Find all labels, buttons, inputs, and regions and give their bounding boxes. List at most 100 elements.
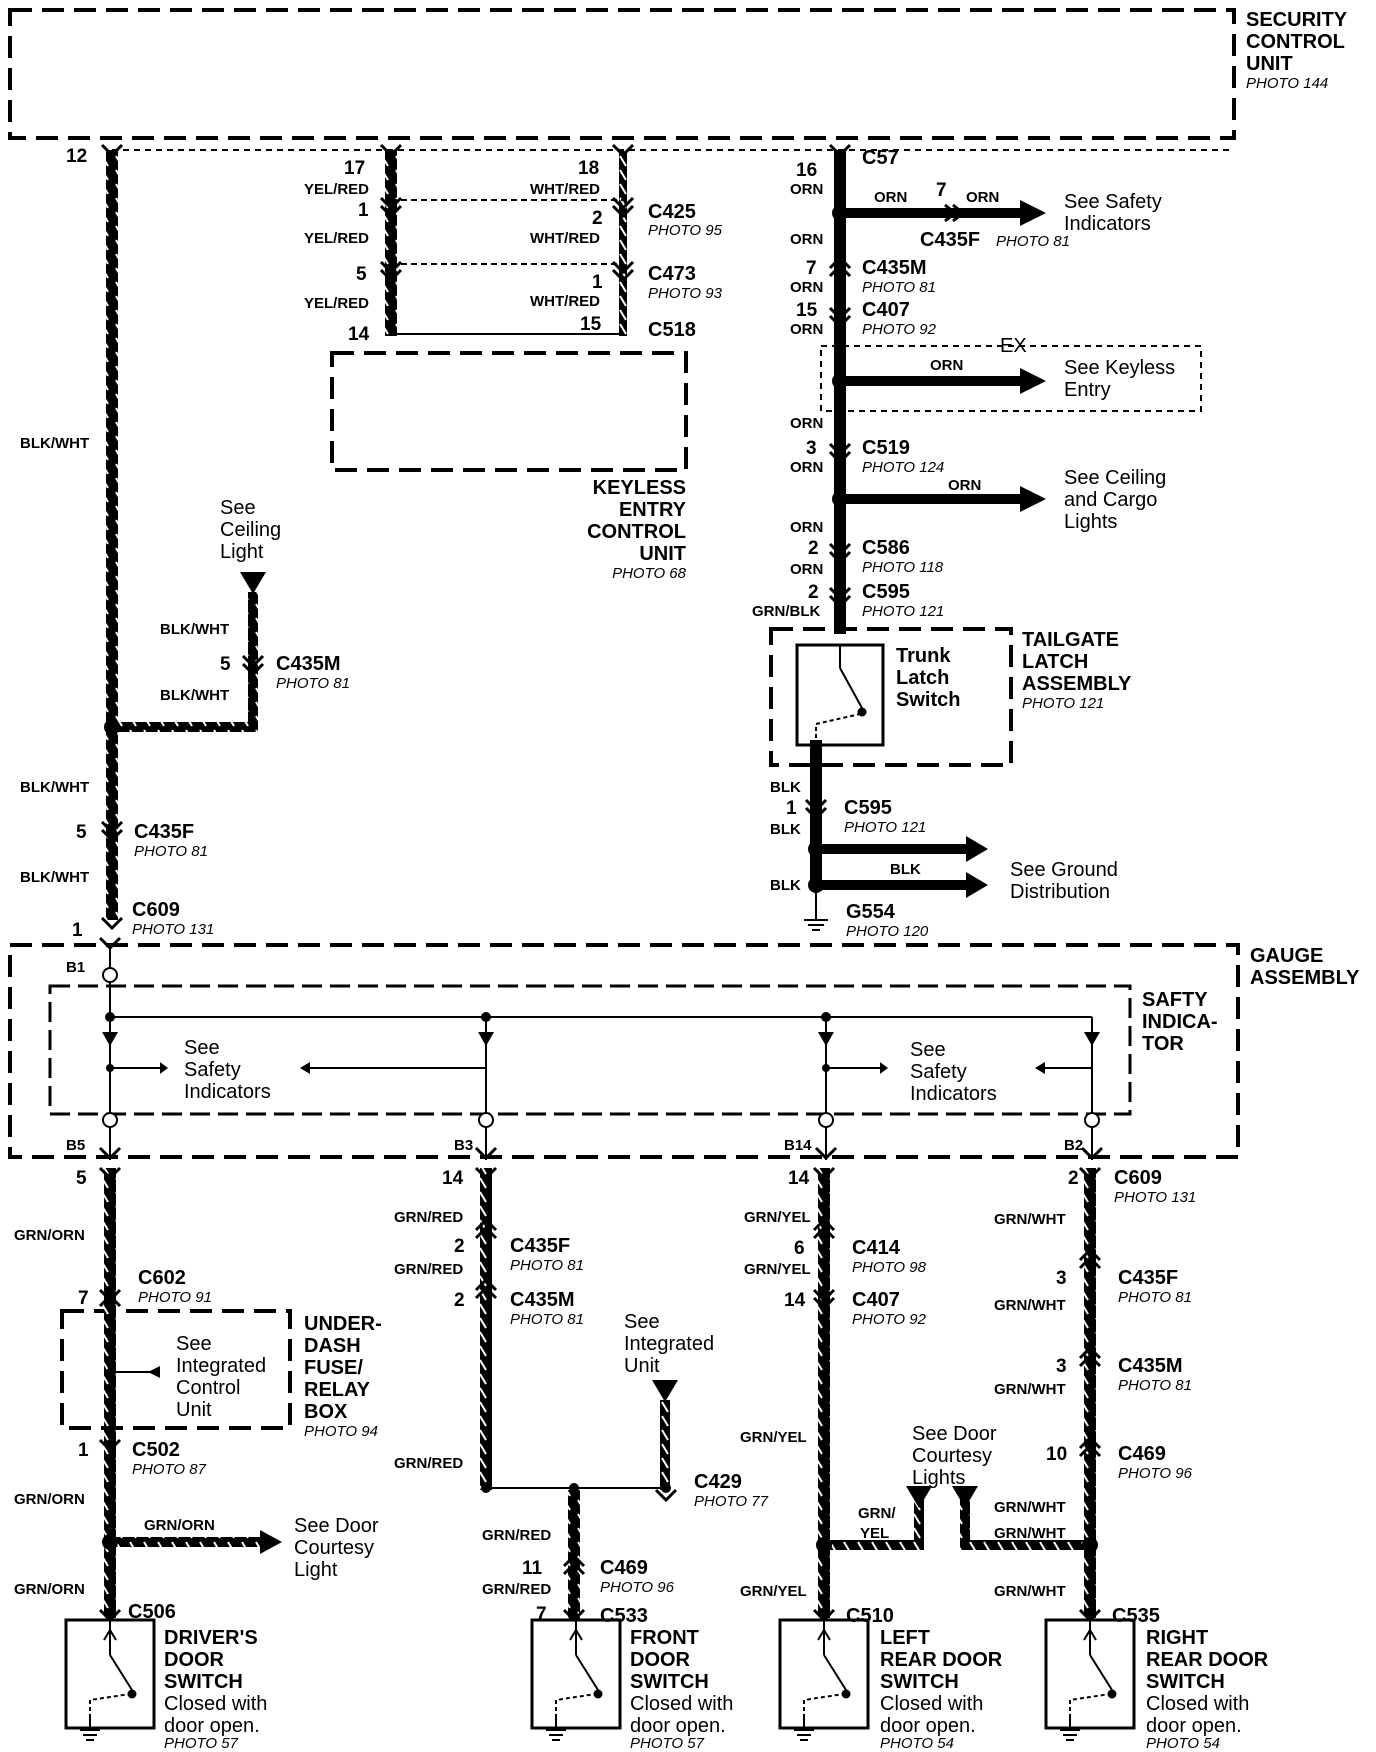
conn-c425: C425 bbox=[648, 201, 696, 223]
conn-c469-b-photo: PHOTO 96 bbox=[1118, 1465, 1193, 1482]
wire-orn-safety bbox=[840, 208, 1030, 218]
gauge-l2: ASSEMBLY bbox=[1250, 967, 1360, 989]
left-rear-photo: PHOTO 54 bbox=[880, 1735, 954, 1752]
underdash-fuse-box bbox=[60, 1309, 292, 1430]
safty-l2: INDICA- bbox=[1142, 1011, 1218, 1033]
wire-label-orn-3: ORN bbox=[966, 189, 999, 206]
keyless-entry-box bbox=[330, 351, 688, 472]
right-rear-door-switch bbox=[1044, 1618, 1136, 1741]
ref-ceiling-light-l2: Ceiling bbox=[220, 519, 281, 541]
pin-3a: 3 bbox=[806, 438, 817, 459]
conn-c535: C535 bbox=[1112, 1605, 1160, 1627]
wire-label-grnred-3: GRN/RED bbox=[394, 1455, 463, 1472]
left-rear-l3: SWITCH bbox=[880, 1671, 959, 1693]
pin-14d: 14 bbox=[784, 1290, 806, 1311]
pin-1e: 1 bbox=[78, 1440, 89, 1461]
conn-c429: C429 bbox=[694, 1471, 742, 1493]
ref-integrated-unit-l2: Integrated bbox=[624, 1333, 714, 1355]
conn-c435m-1-photo: PHOTO 81 bbox=[862, 279, 936, 296]
pin-7b: 7 bbox=[806, 258, 817, 279]
ref-safety-left-l1: See bbox=[184, 1037, 220, 1059]
conn-c435f-b: C435F bbox=[510, 1235, 570, 1257]
conn-c586-photo: PHOTO 118 bbox=[862, 559, 944, 576]
ref-keyless-ex: EX bbox=[1000, 335, 1027, 357]
wires bbox=[104, 150, 1096, 1620]
wire-label-yelred-3: YEL/RED bbox=[304, 295, 369, 312]
wire-label-grnorn-2: GRN/ORN bbox=[14, 1491, 85, 1508]
wire-label-grnorn-3: GRN/ORN bbox=[144, 1517, 215, 1534]
conn-c435f-r: C435F bbox=[1118, 1267, 1178, 1289]
wire-label-orn-10: ORN bbox=[948, 477, 981, 494]
tailgate-latch-box bbox=[769, 627, 1013, 767]
ref-ceiling-light-l1: See bbox=[220, 497, 256, 519]
keyless-unit-l2: ENTRY bbox=[619, 499, 687, 521]
conn-c407-1-photo: PHOTO 92 bbox=[862, 321, 937, 338]
ref-safety-right-l2: Safety bbox=[910, 1061, 967, 1083]
ref-keyless-l1: See Keyless bbox=[1064, 357, 1175, 379]
front-door-l5: door open. bbox=[630, 1715, 726, 1737]
pin-7c: 7 bbox=[78, 1288, 89, 1309]
right-rear-l3: SWITCH bbox=[1146, 1671, 1225, 1693]
conn-c57: C57 bbox=[862, 147, 899, 169]
ref-door-courtesy-lights-l2: Courtesy bbox=[912, 1445, 992, 1467]
wire-orn-keyless bbox=[840, 376, 1020, 386]
ref-ground-l2: Distribution bbox=[1010, 881, 1110, 903]
wire-label-grnorn-4: GRN/ORN bbox=[14, 1581, 85, 1598]
pin-14b: 14 bbox=[442, 1168, 464, 1189]
left-rear-door-switch bbox=[778, 1618, 870, 1741]
wire-label-blkwht-5: BLK/WHT bbox=[20, 869, 89, 886]
underdash-l2: DASH bbox=[304, 1335, 361, 1357]
wire-grnyel-courtesy bbox=[824, 1540, 924, 1550]
conn-c473-photo: PHOTO 93 bbox=[648, 285, 723, 302]
pin-6: 6 bbox=[794, 1238, 805, 1259]
safty-indicator-box bbox=[48, 984, 1132, 1116]
drivers-door-l3: SWITCH bbox=[164, 1671, 243, 1693]
wire-grnwht-up bbox=[960, 1500, 970, 1550]
pin-2f: 2 bbox=[1068, 1168, 1079, 1189]
conn-c435m-1: C435M bbox=[862, 257, 926, 279]
wire-label-blk-2: BLK bbox=[770, 821, 801, 838]
wire-label-yelred-1: YEL/RED bbox=[304, 181, 369, 198]
keyless-unit-l1: KEYLESS bbox=[593, 477, 686, 499]
wire-label-orn-8: ORN bbox=[790, 415, 823, 432]
pin-b3: B3 bbox=[454, 1137, 473, 1154]
gauge-assembly-box bbox=[8, 943, 1240, 1159]
ground-symbol-g554 bbox=[804, 890, 828, 931]
wire-label-blkwht-2: BLK/WHT bbox=[160, 621, 229, 638]
tailgate-l1: TAILGATE bbox=[1022, 629, 1119, 651]
pin-14c: 14 bbox=[788, 1168, 810, 1189]
conn-c429-photo: PHOTO 77 bbox=[694, 1493, 769, 1510]
drivers-door-l2: DOOR bbox=[164, 1649, 225, 1671]
security-unit-l2: CONTROL bbox=[1246, 31, 1345, 53]
wire-yelred bbox=[385, 150, 397, 336]
wire-label-whtred-1: WHT/RED bbox=[530, 181, 600, 198]
wire-label-blkwht-1: BLK/WHT bbox=[20, 435, 89, 452]
wire-grnwht bbox=[1084, 1168, 1096, 1618]
conn-g554-photo: PHOTO 120 bbox=[846, 923, 929, 940]
wire-label-grnblk: GRN/BLK bbox=[752, 603, 820, 620]
safty-l1: SAFTY bbox=[1142, 989, 1208, 1011]
front-door-l2: DOOR bbox=[630, 1649, 691, 1671]
conn-c435m-b: C435M bbox=[510, 1289, 574, 1311]
front-door-photo: PHOTO 57 bbox=[630, 1735, 705, 1752]
wire-label-grnyel-4: GRN/YEL bbox=[740, 1583, 807, 1600]
ref-door-courtesy-light-l2: Courtesy bbox=[294, 1537, 374, 1559]
ref-integrated-box-l1: See bbox=[176, 1333, 212, 1355]
security-unit-l1: SECURITY bbox=[1246, 9, 1348, 31]
pin-11: 11 bbox=[522, 1558, 543, 1579]
underdash-l1: UNDER- bbox=[304, 1313, 382, 1335]
conn-c435f-top-photo: PHOTO 81 bbox=[996, 233, 1070, 250]
keyless-ref-box bbox=[820, 345, 1202, 412]
wire-label-orn-5: ORN bbox=[790, 279, 823, 296]
ref-ground-l1: See Ground bbox=[1010, 859, 1118, 881]
pin-7d: 7 bbox=[536, 1604, 547, 1625]
conn-c595-1-photo: PHOTO 121 bbox=[862, 603, 944, 620]
ref-safety-top-l2: Indicators bbox=[1064, 213, 1151, 235]
wire-grnyel bbox=[818, 1168, 830, 1618]
pin-b14: B14 bbox=[784, 1137, 812, 1154]
conn-c586: C586 bbox=[862, 537, 910, 559]
right-rear-l1: RIGHT bbox=[1146, 1627, 1208, 1649]
wire-label-whtred-2: WHT/RED bbox=[530, 230, 600, 247]
conn-c407-2-photo: PHOTO 92 bbox=[852, 1311, 927, 1328]
ref-safety-left-l3: Indicators bbox=[184, 1081, 271, 1103]
